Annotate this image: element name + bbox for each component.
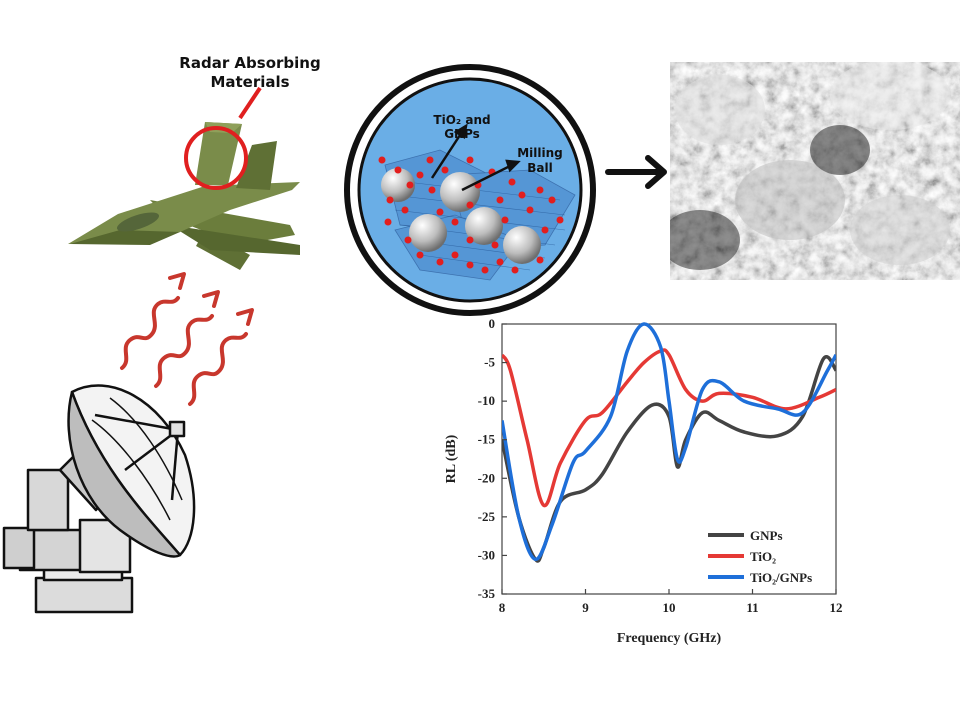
y-tick-label: -20 xyxy=(478,470,495,485)
fighter-jet-icon xyxy=(68,122,300,270)
mill-label-ball-line1: Milling xyxy=(517,146,563,160)
y-tick-label: -25 xyxy=(478,509,496,524)
x-tick-label: 12 xyxy=(830,600,843,615)
mill-label-ball-line2: Ball xyxy=(527,161,552,175)
sem-micrograph-image xyxy=(670,62,960,280)
y-tick-label: -35 xyxy=(478,586,496,601)
y-tick-label: -30 xyxy=(478,547,495,562)
rl-chart: 8 9 10 11 12 0 -5 -10 -15 -20 -25 -30 -35 Frequency… xyxy=(444,316,843,646)
y-tick-label: -5 xyxy=(484,355,495,370)
ball-mill-jar-icon: TiO₂ and GNPs Milling Ball xyxy=(344,64,596,316)
callout-marker xyxy=(184,86,262,190)
radar-dish-icon xyxy=(2,384,196,614)
series-line-1 xyxy=(502,355,836,563)
mill-label-particles-line2: GNPs xyxy=(444,127,480,141)
series-line-2 xyxy=(502,348,836,508)
y-tick-label: -15 xyxy=(478,432,496,447)
plot-area-frame xyxy=(501,323,837,595)
process-arrow-icon xyxy=(605,155,667,189)
y-axis-title: RL (dB) xyxy=(444,434,459,483)
legend-label: GNPs xyxy=(750,528,783,543)
x-tick-label: 10 xyxy=(663,600,676,615)
x-tick-label: 11 xyxy=(746,600,758,615)
x-tick-label: 8 xyxy=(499,600,506,615)
legend-label: TiO₂ xyxy=(750,549,776,564)
x-tick-label: 9 xyxy=(582,600,589,615)
x-axis-title: Frequency (GHz) xyxy=(617,631,722,646)
legend-label: TiO₂/GNPs xyxy=(750,570,812,585)
wave-arrow-icon xyxy=(120,272,254,406)
y-tick-label: -10 xyxy=(478,393,495,408)
mill-label-particles: TiO₂ and xyxy=(433,113,490,127)
series-line-3 xyxy=(502,322,836,562)
callout-label: Radar Absorbing Materials xyxy=(179,54,321,91)
y-tick-label: 0 xyxy=(489,316,496,331)
